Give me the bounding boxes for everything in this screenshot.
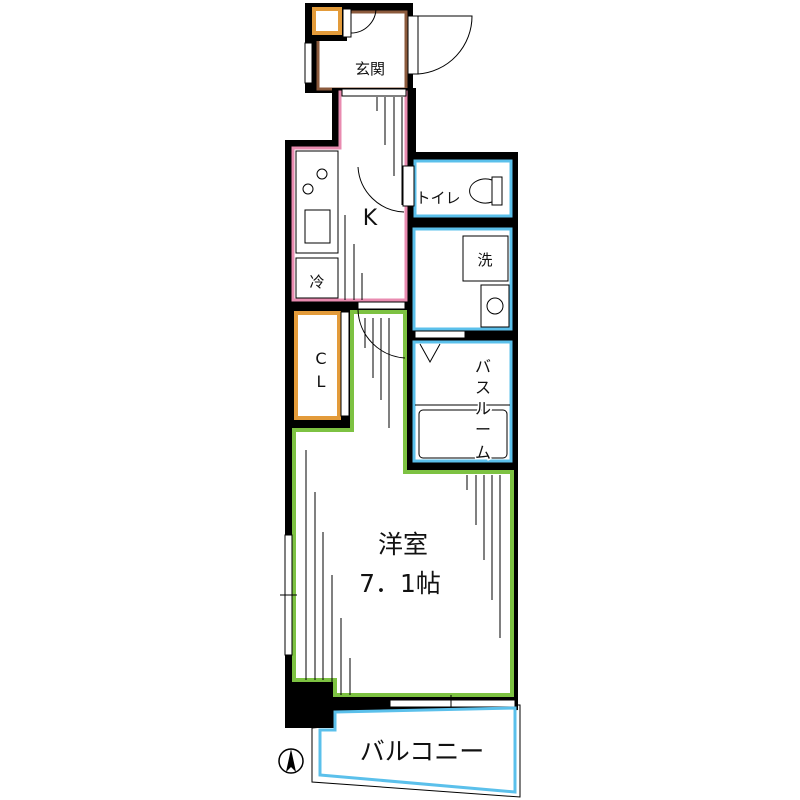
window-icon xyxy=(304,42,313,84)
western-room xyxy=(292,310,514,697)
toilet-door[interactable] xyxy=(402,165,415,207)
balcony-label: バルコニー xyxy=(360,737,485,766)
north-arrow-icon xyxy=(278,748,304,774)
western-room-label: 洋室 xyxy=(378,530,428,559)
fridge-space xyxy=(295,257,339,299)
toilet-label: トイレ xyxy=(415,189,460,207)
window-icon[interactable] xyxy=(389,699,516,708)
kitchen-label: K xyxy=(363,206,378,231)
shoe-cabinet xyxy=(312,7,342,35)
washbasin-icon xyxy=(486,297,504,315)
svg-text:ス: ス xyxy=(475,378,491,397)
sink xyxy=(304,209,331,244)
step-line xyxy=(357,301,406,310)
bathtub xyxy=(418,409,508,459)
western-room-size: 7．1帖 xyxy=(359,569,441,598)
washer-label: 洗 xyxy=(477,251,492,269)
washbasin xyxy=(480,284,510,328)
balcony xyxy=(318,706,517,794)
fridge-label: 冷 xyxy=(309,273,324,291)
svg-text:ー: ー xyxy=(475,420,491,439)
bathroom-label: バ ス ル ー ム xyxy=(473,356,492,464)
svg-text:ム: ム xyxy=(475,443,491,462)
closet xyxy=(294,311,341,420)
door-swing-icon xyxy=(357,166,405,213)
window-icon xyxy=(342,8,352,38)
washer-space xyxy=(462,235,509,282)
closet-label-l: L xyxy=(317,372,326,391)
door-swing-icon xyxy=(417,15,473,75)
svg-text:バ: バ xyxy=(475,357,491,376)
closet-label-c: C xyxy=(315,349,326,368)
stove-burner-icon xyxy=(302,168,328,195)
front-door[interactable] xyxy=(407,15,419,75)
door-triangle xyxy=(419,343,441,364)
closet-door[interactable] xyxy=(340,311,350,417)
door-swing-icon xyxy=(350,7,377,34)
flooring-lines xyxy=(344,97,403,300)
door-swing-icon xyxy=(357,309,406,359)
svg-text:ル: ル xyxy=(475,399,491,418)
flooring-lines xyxy=(305,318,501,695)
toilet-icon xyxy=(469,176,503,206)
bath-door[interactable] xyxy=(414,330,466,339)
step-line xyxy=(341,88,407,97)
entrance-label: 玄関 xyxy=(355,60,385,78)
toilet-room xyxy=(413,159,513,218)
